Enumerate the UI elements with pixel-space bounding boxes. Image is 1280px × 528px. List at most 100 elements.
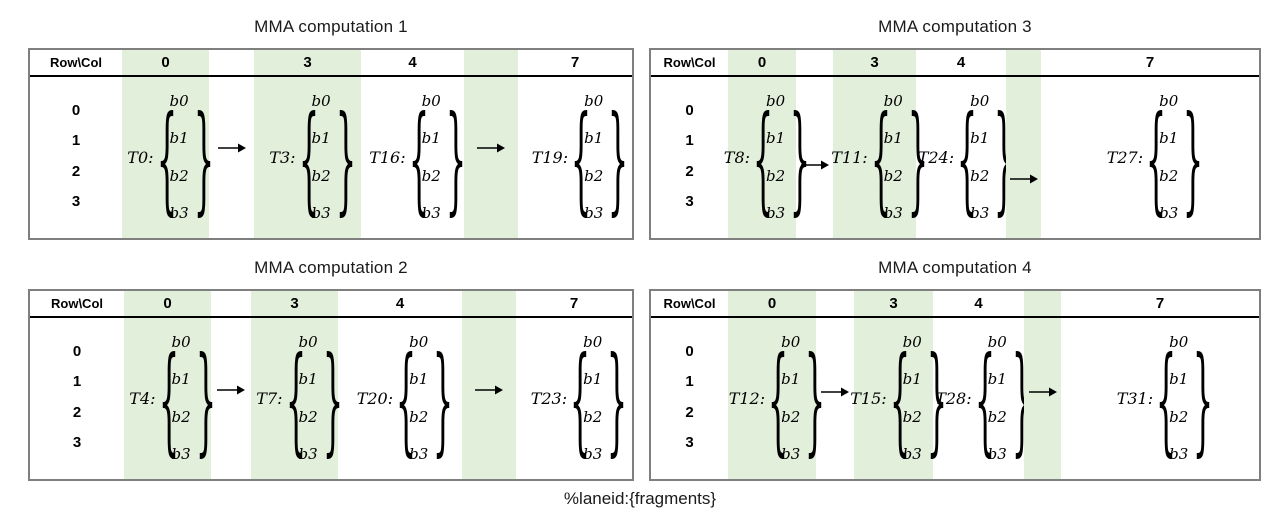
row-label: 3 <box>685 192 694 210</box>
fragment-label: b0 <box>766 91 786 110</box>
open-brace: { <box>298 88 319 227</box>
col-header-3: 3 <box>254 50 361 77</box>
fragment-label: b3 <box>781 445 801 464</box>
close-brace: } <box>433 329 454 468</box>
thread-label: T20: <box>356 389 394 408</box>
open-brace: { <box>395 329 417 468</box>
fragment-label: b1 <box>298 370 318 389</box>
col-header-4: 4 <box>361 50 464 77</box>
row-label: 0 <box>685 102 694 119</box>
fragment-label: b3 <box>1159 204 1179 223</box>
open-brace: { <box>156 88 177 227</box>
col-header-4: 4 <box>916 50 1006 77</box>
thread-label: T19: <box>531 148 569 167</box>
fragment-label: b3 <box>584 204 604 223</box>
fragment-label: b0 <box>902 332 922 351</box>
arrow-right-icon <box>217 385 245 394</box>
panel-title: MMA computation 2 <box>254 257 408 277</box>
arrow-right-icon <box>1028 387 1057 396</box>
col-header-0: 0 <box>728 50 796 77</box>
fragment-cell: T27: { b0 b1 b2 b3 } <box>1041 77 1259 238</box>
fragment-table: Row\Col 0 3 4 7 0 1 2 3 T0: { b0 b1 <box>28 48 634 240</box>
open-brace: { <box>285 329 306 468</box>
fragment-list: b0 b1 b2 b3 <box>900 332 925 463</box>
open-brace: { <box>1155 329 1177 468</box>
thread-fragment-vector: T27: { b0 b1 b2 b3 } <box>1107 77 1204 238</box>
open-brace: { <box>408 88 429 227</box>
close-brace: } <box>805 329 826 468</box>
rowcol-header: Row\Col <box>651 291 728 318</box>
fragment-label: b3 <box>171 445 191 464</box>
thread-fragment-vector: T8: { b0 b1 b2 b3 } <box>724 77 811 238</box>
fragment-label: b2 <box>409 407 429 426</box>
row-label: 2 <box>685 403 694 421</box>
fragment-label: b0 <box>421 91 441 110</box>
fragment-label: b3 <box>583 445 603 464</box>
col-header-gap <box>209 50 254 77</box>
fragment-list: b0 b1 b2 b3 <box>309 93 334 222</box>
arrow-cell <box>796 77 833 238</box>
fragment-list: b0 b1 b2 b3 <box>296 334 321 464</box>
fragment-label: b1 <box>902 370 922 389</box>
col-header-3: 3 <box>854 291 933 318</box>
thread-label: T7: <box>256 389 283 408</box>
fragment-list: b0 b1 b2 b3 <box>581 91 606 223</box>
fragment-label: b3 <box>766 204 786 223</box>
arrow-cell <box>1024 318 1061 479</box>
fragment-label: b3 <box>298 445 318 464</box>
fragment-label: b1 <box>421 129 441 148</box>
rowcol-header: Row\Col <box>30 50 122 77</box>
row-label: 2 <box>685 162 694 180</box>
arrow-right-icon <box>1009 174 1038 183</box>
close-brace: } <box>907 88 929 227</box>
thread-fragment-vector: T11: { b0 b1 b2 b3 } <box>831 77 929 238</box>
fragment-label: b3 <box>409 445 429 464</box>
fragment-label: b2 <box>584 166 604 185</box>
fragment-label: b0 <box>583 332 603 351</box>
fragment-label: b2 <box>987 407 1007 426</box>
fragment-label: b2 <box>421 166 441 185</box>
fragment-label: b0 <box>970 91 990 110</box>
fragment-label: b1 <box>583 370 603 389</box>
fragment-list: b0 b1 b2 b3 <box>1166 332 1191 463</box>
thread-fragment-vector: T19: { b0 b1 b2 b3 } <box>531 77 629 238</box>
thread-label: T4: <box>129 389 156 408</box>
fragment-cell: T4: { b0 b1 b2 b3 } <box>124 318 216 479</box>
fragment-cell: T16: { b0 b1 b2 b3 } <box>361 77 466 238</box>
fragment-label: b0 <box>1169 332 1189 351</box>
row-label: 3 <box>685 433 694 451</box>
fragment-label: b1 <box>1159 129 1179 148</box>
fragment-label: b0 <box>169 91 189 110</box>
arrow-right-icon <box>821 387 849 396</box>
fragment-label: b2 <box>311 166 331 185</box>
close-brace: } <box>1193 329 1214 468</box>
fragment-list: b0 b1 b2 b3 <box>419 91 444 223</box>
fragment-list: b0 b1 b2 b3 <box>1156 93 1181 223</box>
close-brace: } <box>1011 329 1033 468</box>
thread-label: T12: <box>728 389 766 408</box>
thread-label: T0: <box>127 148 154 167</box>
thread-fragment-vector: T20: { b0 b1 b2 b3 } <box>356 318 454 479</box>
fragment-label: b1 <box>987 370 1007 389</box>
thread-label: T16: <box>369 148 406 167</box>
close-brace: } <box>608 88 629 227</box>
fragment-label: b3 <box>421 204 441 223</box>
mma-panel-2: MMA computation 2 Row\Col 0 3 4 7 0 1 2 … <box>28 254 634 481</box>
fragment-label: b3 <box>883 204 903 223</box>
fragment-label: b0 <box>584 91 604 110</box>
fragment-label: b2 <box>766 166 786 185</box>
fragment-cell: T15: { b0 b1 b2 b3 } <box>850 318 947 479</box>
col-header-7: 7 <box>516 291 632 318</box>
fragment-list: b0 b1 b2 b3 <box>580 332 605 464</box>
arrow-right-icon <box>800 160 829 169</box>
arrow-right-icon <box>475 385 503 394</box>
fragment-list: b0 b1 b2 b3 <box>778 334 803 464</box>
thread-label: T23: <box>530 389 568 408</box>
fragment-label: b0 <box>987 332 1007 351</box>
open-brace: { <box>158 329 179 468</box>
row-label: 3 <box>72 433 82 451</box>
close-brace: } <box>607 329 628 468</box>
thread-fragment-vector: T16: { b0 b1 b2 b3 } <box>369 77 466 238</box>
open-brace: { <box>767 329 789 468</box>
close-brace: } <box>1183 88 1204 227</box>
